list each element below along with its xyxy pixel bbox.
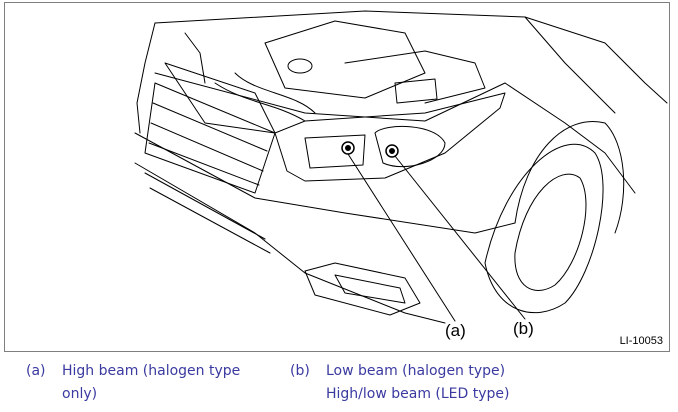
legend-key-b: (b) <box>290 363 310 379</box>
radiator-support <box>164 62 276 134</box>
grille-outline <box>144 82 276 194</box>
figure-id: LI-10053 <box>619 335 663 347</box>
callout-a-marker-inner <box>345 145 351 151</box>
headlight-housing <box>274 92 506 182</box>
battery <box>394 78 438 104</box>
legend-text-a-line2: only) <box>62 386 98 402</box>
oil-cap <box>287 58 313 74</box>
legend-item-b: (b) Low beam (halogen type) High/low bea… <box>290 360 550 406</box>
legend-item-a: (a) High beam (halogen type only) <box>26 360 286 406</box>
callout-label-b: (b) <box>513 319 534 338</box>
lowbeam-reflector <box>374 125 446 167</box>
engine-cover <box>264 20 426 99</box>
fender-top <box>504 82 636 194</box>
foglamp-bezel <box>304 262 421 316</box>
engine-bay-rim <box>154 72 506 122</box>
tire-outer <box>484 143 604 314</box>
callout-b-marker-outer <box>385 144 399 158</box>
a-pillar <box>524 16 616 114</box>
hoses <box>214 72 316 122</box>
hood-outline <box>154 10 668 104</box>
headlight-inner <box>304 134 366 169</box>
wheel-arch <box>514 121 625 234</box>
callout-b-marker-inner <box>389 148 395 154</box>
legend-text-b-line2: High/low beam (LED type) <box>326 386 510 402</box>
tire-inner <box>514 173 587 291</box>
callout-label-a: (a) <box>445 321 466 340</box>
bumper-lines <box>144 172 271 254</box>
legend-text-b-line1: Low beam (halogen type) <box>326 363 506 379</box>
foglamp <box>334 274 406 304</box>
leader-line-a <box>347 153 456 322</box>
bumper-lower <box>134 162 446 324</box>
leader-line-b <box>394 155 526 320</box>
engine-bay-left <box>136 22 156 134</box>
intake <box>344 50 486 104</box>
legend-key-a: (a) <box>26 363 46 379</box>
vehicle-front-illustration <box>134 10 668 324</box>
strut-left <box>184 32 206 84</box>
headlight-diagram: (a) (b) LI-10053 <box>4 2 670 352</box>
bumper-upper <box>134 132 516 234</box>
legend-text-a-line1: High beam (halogen type <box>62 363 241 379</box>
